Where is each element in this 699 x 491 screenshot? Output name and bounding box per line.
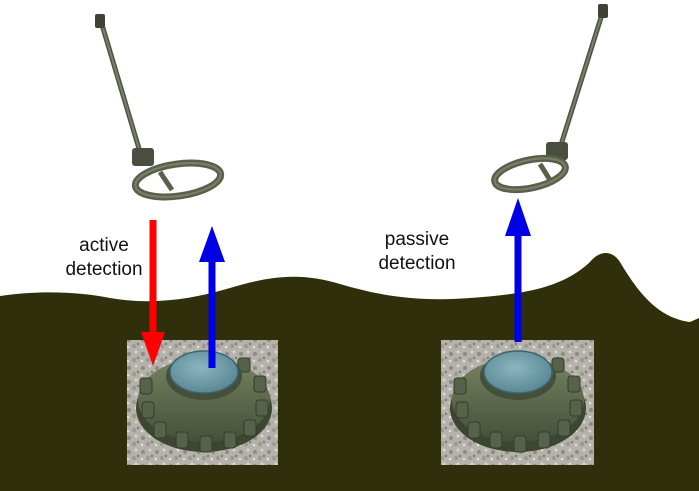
landmine-icon [127,340,278,465]
metal-detector-icon [491,4,608,194]
passive-detection-label: passive detection [357,228,477,276]
metal-detector-icon [95,14,225,201]
active-detection-label: active detection [48,234,160,282]
passive-label-line1: passive [384,229,450,250]
passive-label-line2: detection [378,253,456,274]
returned-signal-arrowhead [199,226,225,262]
landmine-icon [441,340,594,465]
active-label-line1: active [79,235,129,256]
ground [0,253,699,491]
active-label-line2: detection [65,259,143,280]
passive-signal-arrowhead [505,198,531,236]
emitted-signal-arrowhead [141,332,165,366]
